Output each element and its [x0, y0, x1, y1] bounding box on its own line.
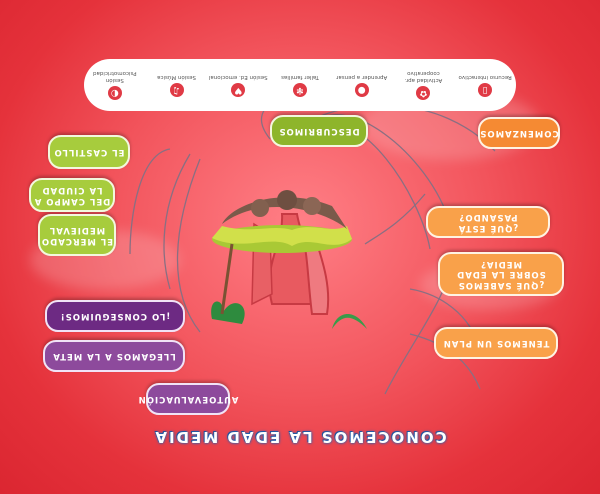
node-el-castillo[interactable]: EL CASTILLO [48, 135, 130, 169]
link [129, 148, 171, 255]
node-que-esta-pasando[interactable]: ¿QUÉ ESTÁ PASANDO? [426, 206, 550, 238]
music-icon: ♫ [169, 82, 184, 97]
drop-icon: ● [354, 82, 369, 97]
rock [277, 190, 297, 210]
legend-item: ● Aprender a pensar [331, 73, 393, 97]
node-que-sabemos[interactable]: ¿QUÉ SABEMOS SOBRE LA EDAD MEDIA? [438, 252, 564, 296]
node-tenemos-un-plan[interactable]: TENEMOS UN PLAN [434, 327, 558, 359]
palm-leaves [211, 301, 245, 324]
rock [303, 197, 321, 215]
node-descubrimos[interactable]: DESCUBRIMOS [270, 115, 368, 147]
legend-item: ♫ Sesión Música [146, 73, 208, 97]
legend-label: Sesión Psicomotricidad [93, 70, 137, 83]
family-icon: ✾ [292, 82, 307, 97]
legend-bar: ▯ Recurso interactivo ✿ Actividad apr. c… [84, 59, 516, 111]
group-icon: ✿ [416, 85, 431, 100]
psycho-icon: ◐ [107, 85, 122, 100]
castle-illustration [211, 190, 367, 329]
legend-label: Sesión Ed. emocional [208, 73, 268, 80]
node-lo-conseguimos[interactable]: ¡LO CONSEGUIMOS! [45, 300, 185, 332]
tablet-icon: ▯ [478, 82, 493, 97]
legend-item: ◐ Sesión Psicomotricidad [84, 70, 146, 100]
link [176, 158, 201, 333]
legend-item: ▯ Recurso interactivo [454, 73, 516, 97]
node-comenzamos[interactable]: COMENZAMOS [478, 117, 560, 149]
node-llegamos-a-la-meta[interactable]: LLEGAMOS A LA META [43, 340, 185, 372]
legend-item: ✾ Taller familias [269, 73, 331, 97]
node-el-mercado-medieval[interactable]: EL MERCADO MEDIEVAL [38, 214, 116, 256]
link [163, 153, 191, 290]
heart-icon: ♥ [231, 82, 246, 97]
palm-leaves [332, 314, 367, 329]
legend-label: Sesión Música [157, 73, 196, 80]
legend-label: Aprender a pensar [336, 73, 388, 80]
grass-fringe [212, 226, 352, 246]
legend-item: ♥ Sesión Ed. emocional [207, 73, 269, 97]
legend-label: Taller familias [281, 73, 319, 80]
node-del-campo-a-la-ciudad[interactable]: DEL CAMPO A LA CIUDAD [29, 178, 115, 212]
legend-label: Actividad apr. cooperativo [404, 70, 443, 83]
legend-item: ✿ Actividad apr. cooperativo [393, 70, 455, 100]
palm-trunk [220, 243, 234, 315]
node-autoevaluacion[interactable]: AUTOEVALUACIÓN [138, 383, 238, 415]
link [364, 193, 426, 245]
rock [251, 199, 269, 217]
legend-label: Recurso interactivo [458, 73, 512, 80]
